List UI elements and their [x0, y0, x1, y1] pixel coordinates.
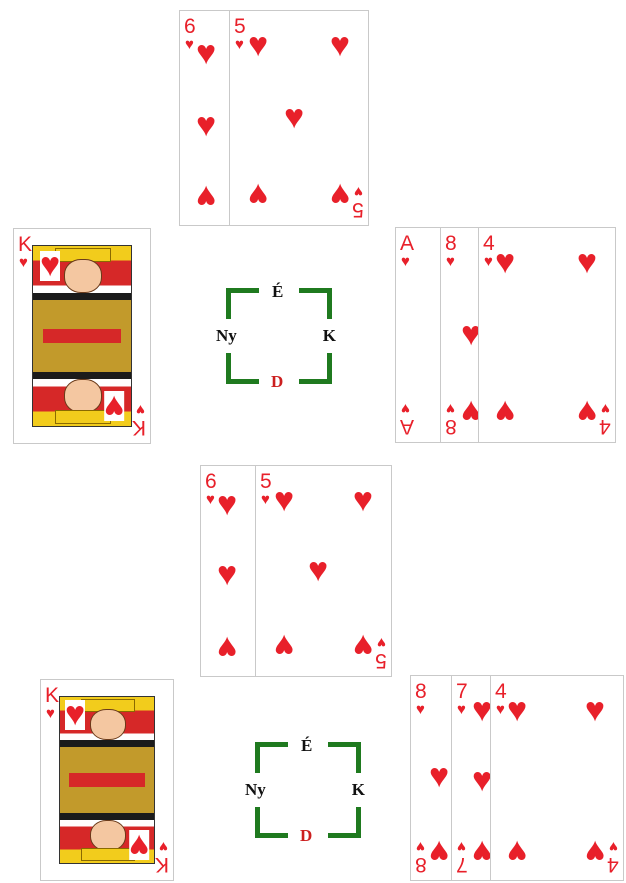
card-rank: 6 — [184, 17, 196, 37]
heart-icon: ♥ — [429, 762, 449, 792]
heart-icon: ♥ — [495, 396, 515, 426]
heart-icon: ♥ — [353, 630, 373, 660]
heart-icon: ♥ — [401, 401, 410, 415]
card-rank: 8 — [415, 682, 427, 702]
card-rank: 4 — [607, 854, 619, 874]
card-4-hearts[interactable]: 4 ♥ ♥ ♥ ♥ ♥ ♥ 4 — [478, 227, 616, 443]
heart-icon: ♥ — [308, 556, 328, 586]
heart-icon: ♥ — [65, 700, 85, 730]
heart-icon: ♥ — [19, 256, 28, 270]
card-rank: 5 — [260, 472, 272, 492]
compass-box: É Ny K D — [226, 288, 332, 384]
heart-icon: ♥ — [274, 486, 294, 516]
heart-icon: ♥ — [457, 839, 466, 853]
heart-icon: ♥ — [496, 703, 505, 717]
heart-icon: ♥ — [261, 493, 270, 507]
compass-box: É Ny K D — [255, 742, 361, 838]
card-5-hearts[interactable]: 5 ♥ ♥ ♥ ♥ ♥ ♥ ♥ 5 — [255, 465, 392, 677]
card-rank: K — [132, 417, 146, 437]
heart-icon: ♥ — [284, 103, 304, 133]
heart-icon: ♥ — [577, 248, 597, 278]
heart-icon: ♥ — [217, 632, 237, 662]
card-rank: 4 — [599, 416, 611, 436]
heart-icon: ♥ — [377, 635, 386, 649]
heart-icon: ♥ — [159, 839, 168, 853]
card-rank: 7 — [456, 854, 468, 874]
compass-west-label: Ny — [216, 326, 237, 346]
heart-icon: ♥ — [577, 396, 597, 426]
heart-icon: ♥ — [330, 179, 350, 209]
heart-icon: ♥ — [330, 31, 350, 61]
compass-north-label: É — [272, 282, 283, 302]
heart-icon: ♥ — [601, 401, 610, 415]
heart-icon: ♥ — [274, 630, 294, 660]
heart-icon: ♥ — [416, 703, 425, 717]
heart-icon: ♥ — [196, 111, 216, 141]
card-rank: 4 — [483, 234, 495, 254]
compass-north-label: É — [301, 736, 312, 756]
heart-icon: ♥ — [40, 251, 60, 281]
heart-icon: ♥ — [507, 696, 527, 726]
heart-icon: ♥ — [429, 836, 449, 866]
card-rank: 7 — [456, 682, 468, 702]
card-rank: 5 — [375, 650, 387, 670]
heart-icon: ♥ — [248, 179, 268, 209]
compass-south-label: D — [271, 372, 283, 392]
card-rank: 5 — [352, 199, 364, 219]
heart-icon: ♥ — [196, 39, 216, 69]
heart-icon: ♥ — [353, 486, 373, 516]
heart-icon: ♥ — [416, 839, 425, 853]
heart-icon: ♥ — [129, 830, 149, 860]
compass-east-label: K — [323, 326, 336, 346]
heart-icon: ♥ — [235, 38, 244, 52]
heart-icon: ♥ — [217, 560, 237, 590]
heart-icon: ♥ — [401, 255, 410, 269]
heart-icon: ♥ — [217, 490, 237, 520]
card-rank: 4 — [495, 682, 507, 702]
heart-icon: ♥ — [136, 402, 145, 416]
card-king-hearts[interactable]: K ♥ ♥ ♥ ♥ K — [40, 679, 174, 881]
compass-west-label: Ny — [245, 780, 266, 800]
heart-icon: ♥ — [104, 391, 124, 421]
card-rank: K — [155, 854, 169, 874]
heart-icon: ♥ — [484, 255, 493, 269]
heart-icon: ♥ — [507, 836, 527, 866]
card-rank: 5 — [234, 17, 246, 37]
card-rank: A — [400, 416, 414, 436]
card-rank: 8 — [415, 854, 427, 874]
compass-east-label: K — [352, 780, 365, 800]
heart-icon: ♥ — [495, 248, 515, 278]
heart-icon: ♥ — [446, 255, 455, 269]
heart-icon: ♥ — [185, 38, 194, 52]
card-rank: A — [400, 234, 414, 254]
heart-icon: ♥ — [206, 493, 215, 507]
card-rank: 8 — [445, 416, 457, 436]
card-king-hearts[interactable]: K ♥ ♥ ♥ ♥ K — [13, 228, 151, 444]
heart-icon: ♥ — [248, 31, 268, 61]
card-rank: 8 — [445, 234, 457, 254]
heart-icon: ♥ — [196, 181, 216, 211]
card-rank: 6 — [205, 472, 217, 492]
heart-icon: ♥ — [457, 703, 466, 717]
heart-icon: ♥ — [609, 839, 618, 853]
card-rank: K — [45, 686, 59, 706]
heart-icon: ♥ — [46, 707, 55, 721]
compass-south-label: D — [300, 826, 312, 846]
card-rank: K — [18, 235, 32, 255]
card-5-hearts[interactable]: 5 ♥ ♥ ♥ ♥ ♥ ♥ ♥ 5 — [229, 10, 369, 226]
heart-icon: ♥ — [585, 836, 605, 866]
heart-icon: ♥ — [446, 401, 455, 415]
heart-icon: ♥ — [585, 696, 605, 726]
card-4-hearts[interactable]: 4 ♥ ♥ ♥ ♥ ♥ ♥ 4 — [490, 675, 624, 881]
heart-icon: ♥ — [354, 184, 363, 198]
